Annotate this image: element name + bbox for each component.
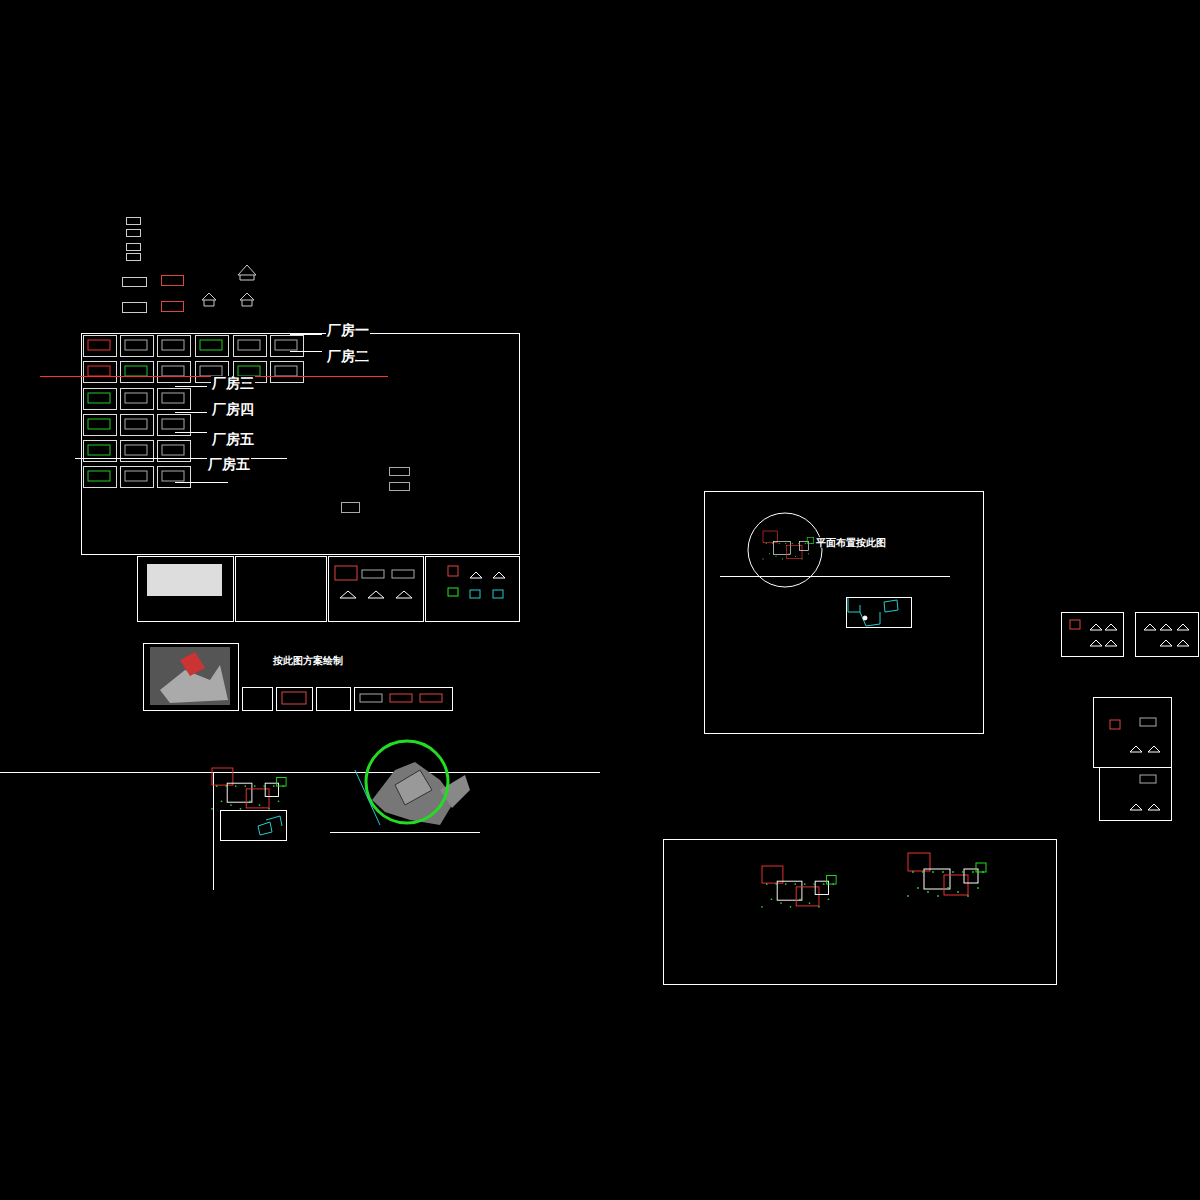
thumbnail [158,336,191,357]
note-text: 按此图方案绘制 [272,655,344,666]
thumbnail [84,362,117,383]
thumbnail [84,389,117,410]
elevation-thumbs [123,218,257,313]
drawing-sheets [1062,613,1199,821]
building-label: 厂房五 [207,457,251,472]
thumbnail [121,389,154,410]
base-line [330,832,480,833]
leader-lines [175,335,322,483]
thumbnail [271,362,304,383]
thumbnail [84,415,117,436]
building-label: 厂房四 [211,402,255,417]
thumbnail [158,467,191,488]
site-detail [355,741,470,825]
thumbnail [158,362,191,383]
thumbnail [84,336,117,357]
elevation-thumbs [342,468,410,513]
thumbnail [84,467,117,488]
section-line [75,458,287,459]
layout-sheet [664,840,1057,985]
layout-sheet [705,492,984,734]
sheet-frame [82,334,520,555]
drawing-sheets [138,557,520,622]
building-label: 厂房一 [326,323,370,338]
building-label: 厂房二 [326,349,370,364]
floor-plan [761,866,836,908]
outline-frame [221,811,287,841]
thumbnail-sheets [84,336,304,488]
base-line [0,772,600,773]
outline-plan [258,816,282,835]
building-label: 厂房五 [211,432,255,447]
thumbnail [121,415,154,436]
thumbnail [158,389,191,410]
building-label: 厂房三 [211,376,255,391]
floor-plans [211,768,986,908]
thumbnail [121,336,154,357]
thumbnail [121,362,154,383]
site-plan-sheet [144,644,453,711]
floor-plan [211,768,286,810]
thumbnail [271,336,304,357]
floor-plan [907,853,986,897]
base-line [213,772,214,890]
thumbnail [196,336,229,357]
floor-plan [762,531,813,560]
thumbnail [234,336,267,357]
thumbnail [121,467,154,488]
note-text: 平面布置按此图 [815,537,887,548]
